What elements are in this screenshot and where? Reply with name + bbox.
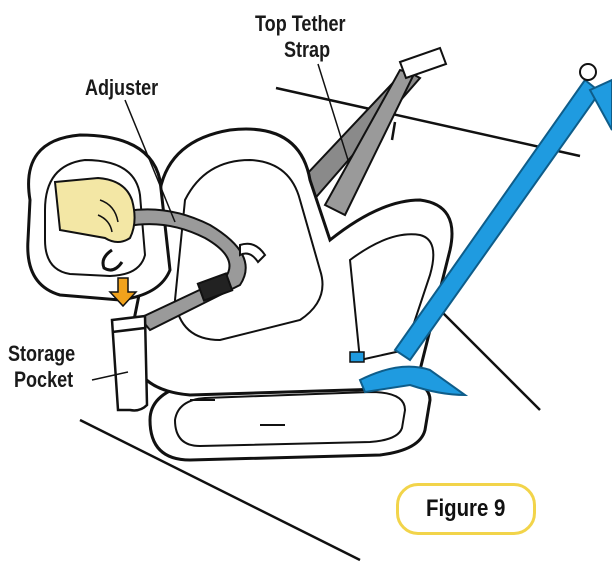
adjuster-label: Adjuster	[85, 75, 159, 100]
arrow-down-icon	[108, 277, 138, 308]
belt-buckle-icon	[196, 272, 234, 302]
belt-anchor-icon	[579, 63, 597, 81]
vehicle-seat-lines	[79, 86, 581, 562]
storage-pocket-label-line2: Pocket	[14, 367, 74, 392]
top-tether-label-line2: Strap	[284, 37, 331, 62]
storage-pocket-label-line1: Storage	[8, 341, 76, 366]
adjuster-belt	[108, 208, 267, 332]
figure-label: Figure 9	[426, 495, 506, 522]
hand-icon	[53, 176, 136, 272]
tether-hook-icon	[398, 46, 448, 80]
leader-lines	[91, 63, 349, 381]
figure-label-badge: Figure 9	[396, 483, 536, 535]
storage-pocket	[110, 314, 149, 412]
top-tether-label-line1: Top Tether	[255, 11, 346, 36]
vehicle-belt	[349, 63, 612, 397]
